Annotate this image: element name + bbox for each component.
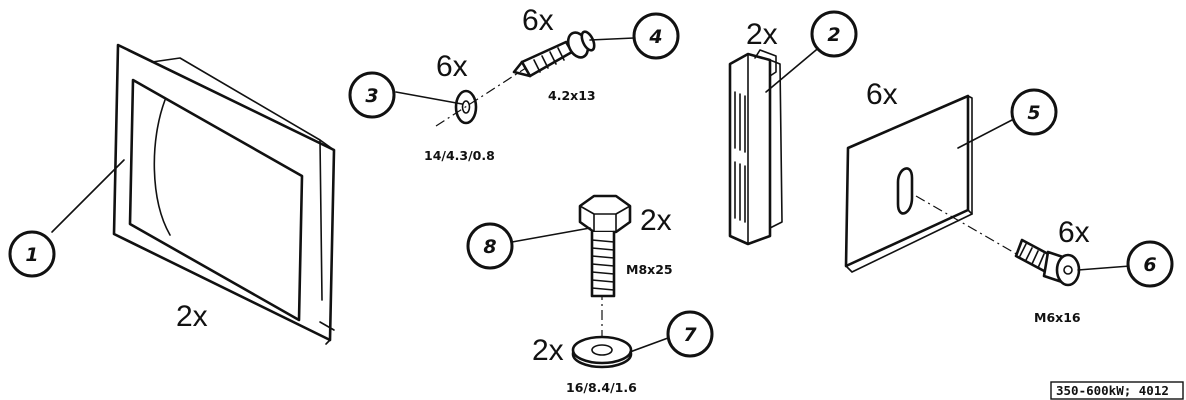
callout-1: 1 (8, 230, 56, 278)
part-6-quantity: 6x (1058, 216, 1090, 249)
part-6-bolt (1014, 238, 1081, 287)
part-7-quantity: 2x (532, 334, 564, 367)
part-8-hex-bolt (578, 194, 632, 298)
svg-text:3: 3 (365, 85, 378, 107)
part-3-spec: 14/4.3/0.8 (424, 148, 495, 163)
svg-text:5: 5 (1027, 102, 1040, 124)
part-1-quantity: 2x (176, 300, 208, 333)
callout-2: 2 (810, 10, 858, 58)
part-2-slotted-rail (728, 49, 783, 246)
part-8-spec: M8x25 (626, 262, 673, 277)
callout-3: 3 (348, 71, 396, 119)
part-2-quantity: 2x (746, 18, 778, 51)
svg-text:1: 1 (25, 244, 38, 266)
part-1-recessed-frame (112, 43, 336, 345)
part-7-washer (571, 290, 633, 369)
part-5-plate (844, 94, 1021, 273)
reference-code: 350-600kW; 4012 (1056, 383, 1169, 398)
svg-text:7: 7 (683, 324, 697, 346)
svg-text:4: 4 (648, 26, 662, 48)
part-4-screw (435, 30, 596, 127)
part-4-spec: 4.2x13 (548, 88, 596, 103)
svg-text:8: 8 (483, 236, 496, 258)
part-5-quantity: 6x (866, 78, 898, 111)
svg-text:2: 2 (827, 24, 840, 46)
part-6-spec: M6x16 (1034, 310, 1081, 325)
callout-8: 8 (466, 222, 514, 270)
part-4-quantity: 6x (522, 4, 554, 37)
callout-7: 7 (666, 310, 714, 358)
callout-5: 5 (1010, 88, 1058, 136)
callout-4: 4 (632, 12, 680, 60)
reference-code-box: 350-600kW; 4012 (1050, 381, 1184, 400)
part-7-spec: 16/8.4/1.6 (566, 380, 637, 395)
callout-6: 6 (1126, 240, 1174, 288)
part-3-quantity: 6x (436, 50, 468, 83)
part-8-quantity: 2x (640, 204, 672, 237)
svg-text:6: 6 (1143, 254, 1156, 276)
